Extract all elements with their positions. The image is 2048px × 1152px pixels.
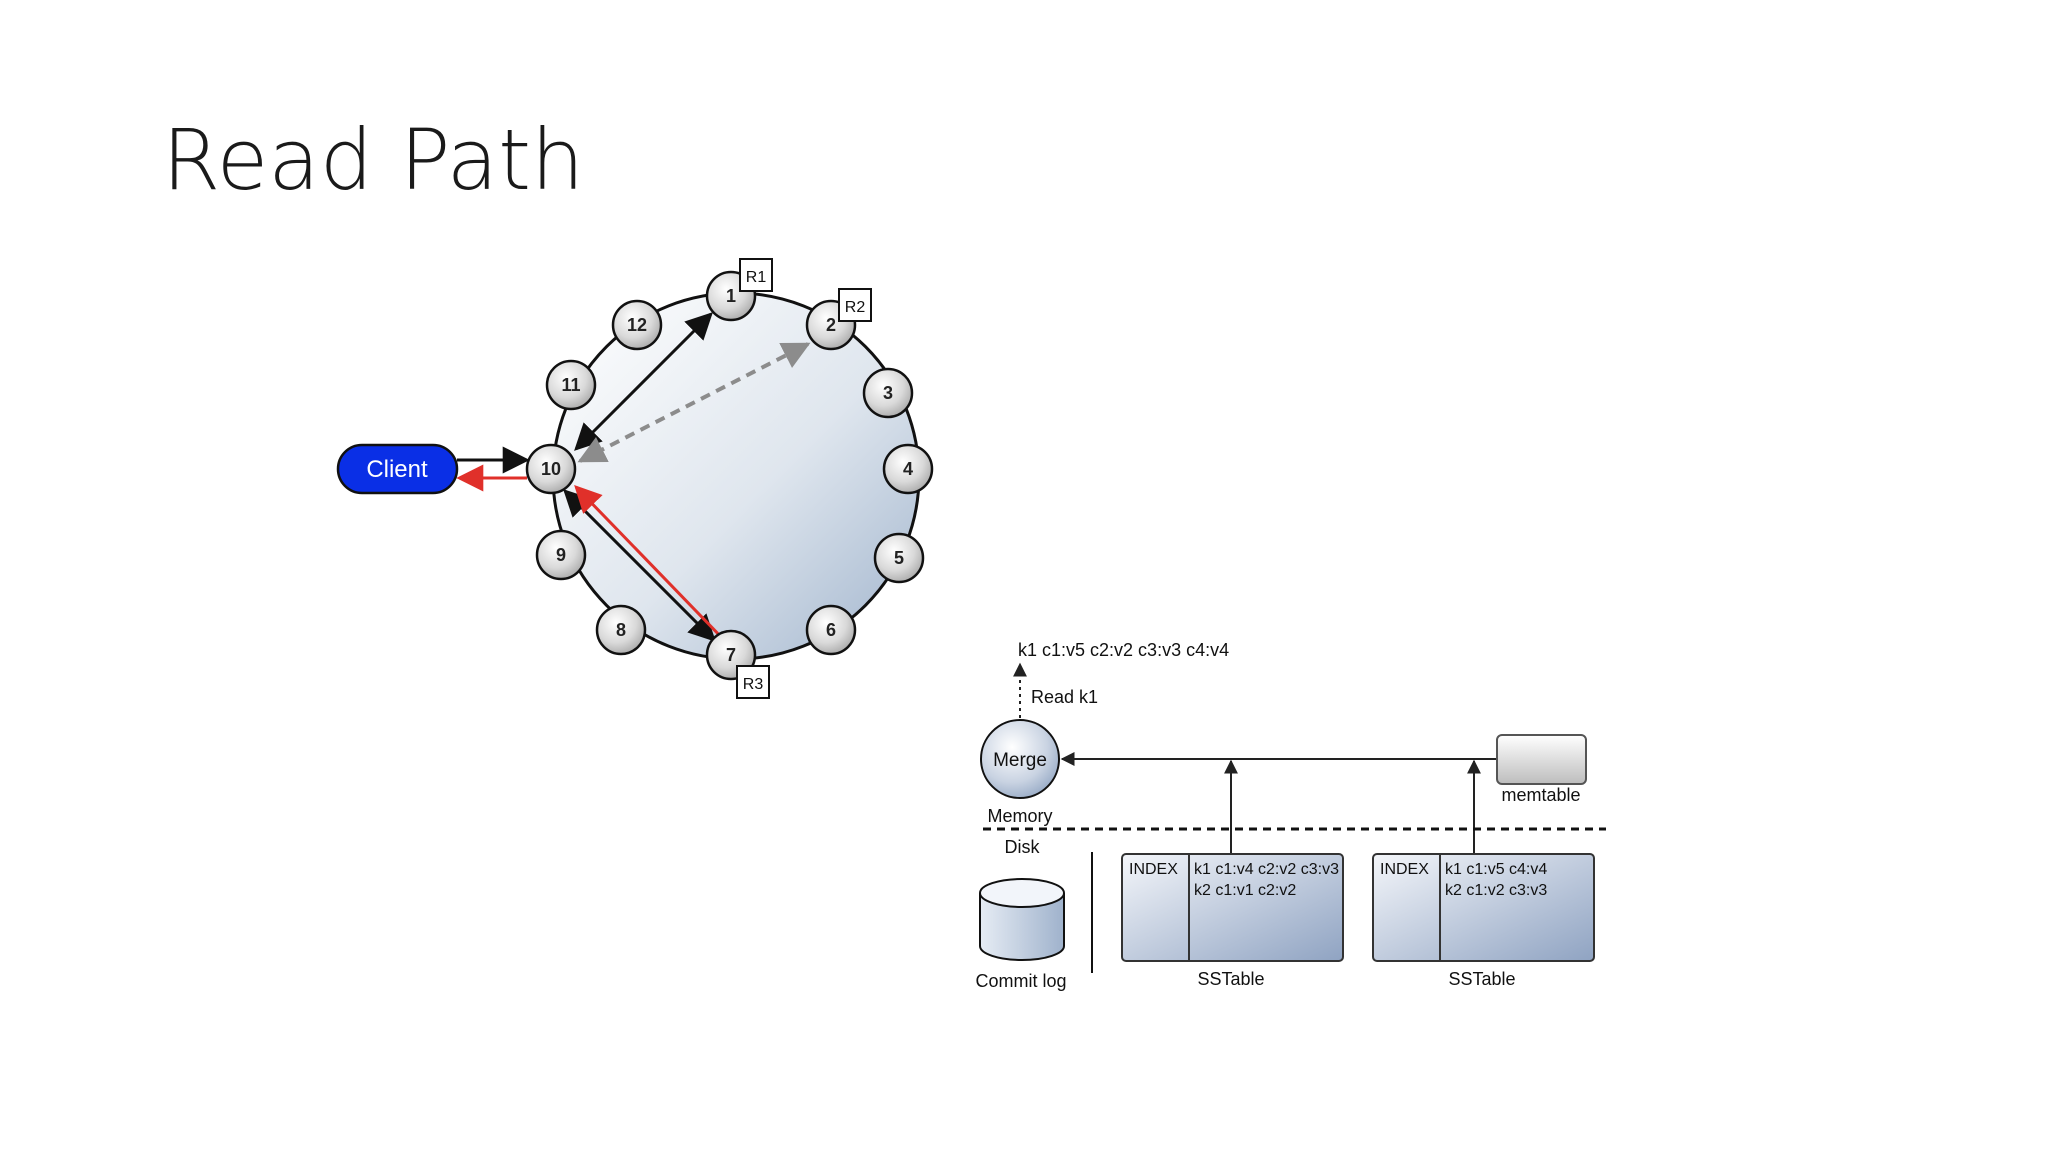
svg-text:1: 1	[726, 286, 736, 306]
svg-text:9: 9	[556, 545, 566, 565]
sstable-2: INDEX k1 c1:v5 c4:v4 k2 c1:v2 c3:v3	[1372, 853, 1595, 962]
svg-text:R2: R2	[845, 299, 866, 316]
svg-text:R3: R3	[743, 676, 764, 693]
replica-tag-r1: R1	[739, 258, 773, 292]
merge-result-text: k1 c1:v5 c2:v2 c3:v3 c4:v4	[1018, 640, 1229, 660]
sstable-2-index-label: INDEX	[1380, 861, 1429, 878]
sstable-1-row-1: k1 c1:v4 c2:v2 c3:v3	[1194, 861, 1339, 878]
ring-node-6: 6	[805, 604, 857, 656]
memory-label: Memory	[987, 806, 1052, 826]
response-arrow-r3	[574, 485, 728, 644]
svg-text:R1: R1	[746, 269, 767, 286]
svg-text:8: 8	[616, 620, 626, 640]
slide-title: Read Path	[162, 111, 585, 209]
ring-node-9: 9	[535, 529, 587, 581]
svg-text:3: 3	[883, 383, 893, 403]
disk-label: Disk	[1005, 837, 1041, 857]
memtable-label: memtable	[1501, 785, 1580, 805]
sstable-1-label: SSTable	[1197, 969, 1264, 989]
sstable-2-label: SSTable	[1448, 969, 1515, 989]
replica-tag-r3: R3	[736, 665, 770, 699]
ring-node-8: 8	[595, 604, 647, 656]
sstable-2-row-2: k2 c1:v2 c3:v3	[1445, 882, 1547, 899]
request-arrow-r3	[563, 489, 716, 642]
read-label: Read k1	[1031, 687, 1098, 707]
merge-node: Merge	[980, 719, 1060, 799]
client-label: Client	[366, 456, 428, 483]
token-ring	[551, 291, 921, 661]
ring-node-10: 10	[525, 443, 577, 495]
commit-log-cylinder	[979, 878, 1065, 961]
commit-log-label: Commit log	[975, 971, 1066, 991]
svg-text:12: 12	[627, 315, 647, 335]
ring-node-3: 3	[862, 367, 914, 419]
sstable-1: INDEX k1 c1:v4 c2:v2 c3:v3 k2 c1:v1 c2:v…	[1121, 853, 1344, 962]
sstable-1-row-2: k2 c1:v1 c2:v2	[1194, 882, 1296, 899]
sstable-2-row-1: k1 c1:v5 c4:v4	[1445, 861, 1547, 878]
memtable	[1496, 734, 1587, 785]
ring-node-4: 4	[882, 443, 934, 495]
svg-text:4: 4	[903, 459, 913, 479]
ring-node-11: 11	[545, 359, 597, 411]
svg-text:7: 7	[726, 645, 736, 665]
client-node: Client	[336, 443, 459, 495]
svg-text:2: 2	[826, 315, 836, 335]
sstable-1-index-label: INDEX	[1129, 861, 1178, 878]
merge-label: Merge	[993, 750, 1047, 771]
storage-diagram: k1 c1:v5 c2:v2 c3:v3 c4:v4 Read k1 Merge…	[975, 640, 1606, 991]
svg-text:11: 11	[561, 375, 580, 395]
ring-node-5: 5	[873, 532, 925, 584]
svg-text:5: 5	[894, 548, 904, 568]
ring-diagram: Client 1 2 3 4 5	[336, 258, 934, 699]
svg-text:10: 10	[541, 459, 561, 479]
replica-tag-r2: R2	[838, 288, 872, 322]
svg-text:6: 6	[826, 620, 836, 640]
digest-arrow-r2	[577, 342, 811, 463]
ring-node-12: 12	[611, 299, 663, 351]
